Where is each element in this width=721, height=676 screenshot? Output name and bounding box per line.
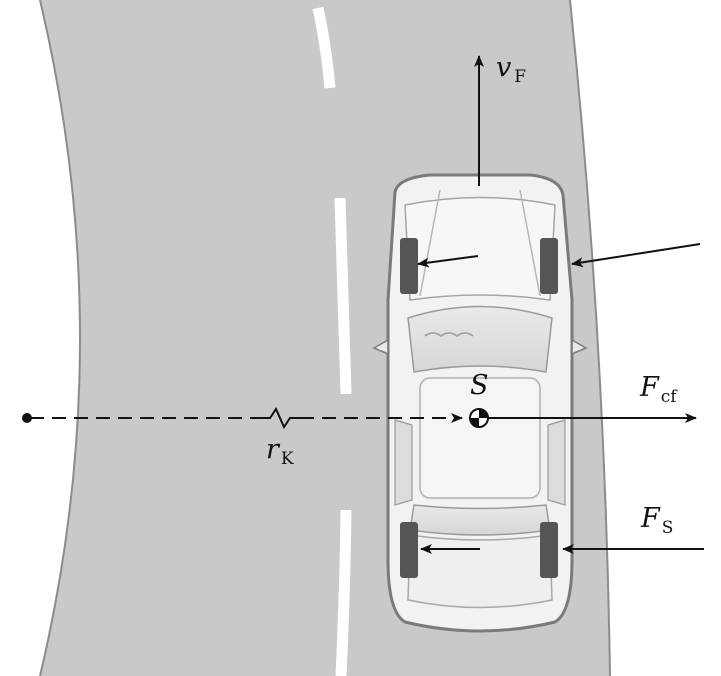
tire-rear-right	[540, 522, 558, 578]
lane-dash	[334, 197, 352, 395]
car-side-window-left	[394, 419, 413, 506]
car-rear-window	[409, 504, 551, 536]
car-wiper-detail	[424, 332, 474, 337]
center-of-gravity-symbol	[469, 408, 489, 428]
car-hood-crease	[419, 189, 541, 297]
tire-front-left	[400, 238, 418, 294]
tire-front-right	[540, 238, 558, 294]
car-roof	[419, 377, 541, 499]
car-hood	[404, 196, 556, 301]
radius-break-symbol	[260, 406, 300, 430]
car-mirror-left	[372, 338, 389, 356]
center-of-gravity-label: S	[470, 370, 489, 401]
car-mirror-right	[571, 338, 588, 356]
car-side-window-right	[547, 419, 566, 506]
front-inner-side-force-arrow	[417, 255, 479, 268]
front-outer-side-force-arrow	[571, 243, 701, 268]
tire-rear-left	[400, 522, 418, 578]
car-windshield	[407, 305, 553, 373]
car-trunk	[407, 534, 553, 609]
road-outer-edge	[569, 0, 611, 676]
road-inner-edge	[39, 0, 81, 676]
curve-center-point	[22, 413, 32, 423]
car	[372, 173, 588, 633]
lane-dash	[335, 509, 352, 676]
lane-markings	[312, 6, 352, 676]
lane-dash	[312, 6, 336, 89]
